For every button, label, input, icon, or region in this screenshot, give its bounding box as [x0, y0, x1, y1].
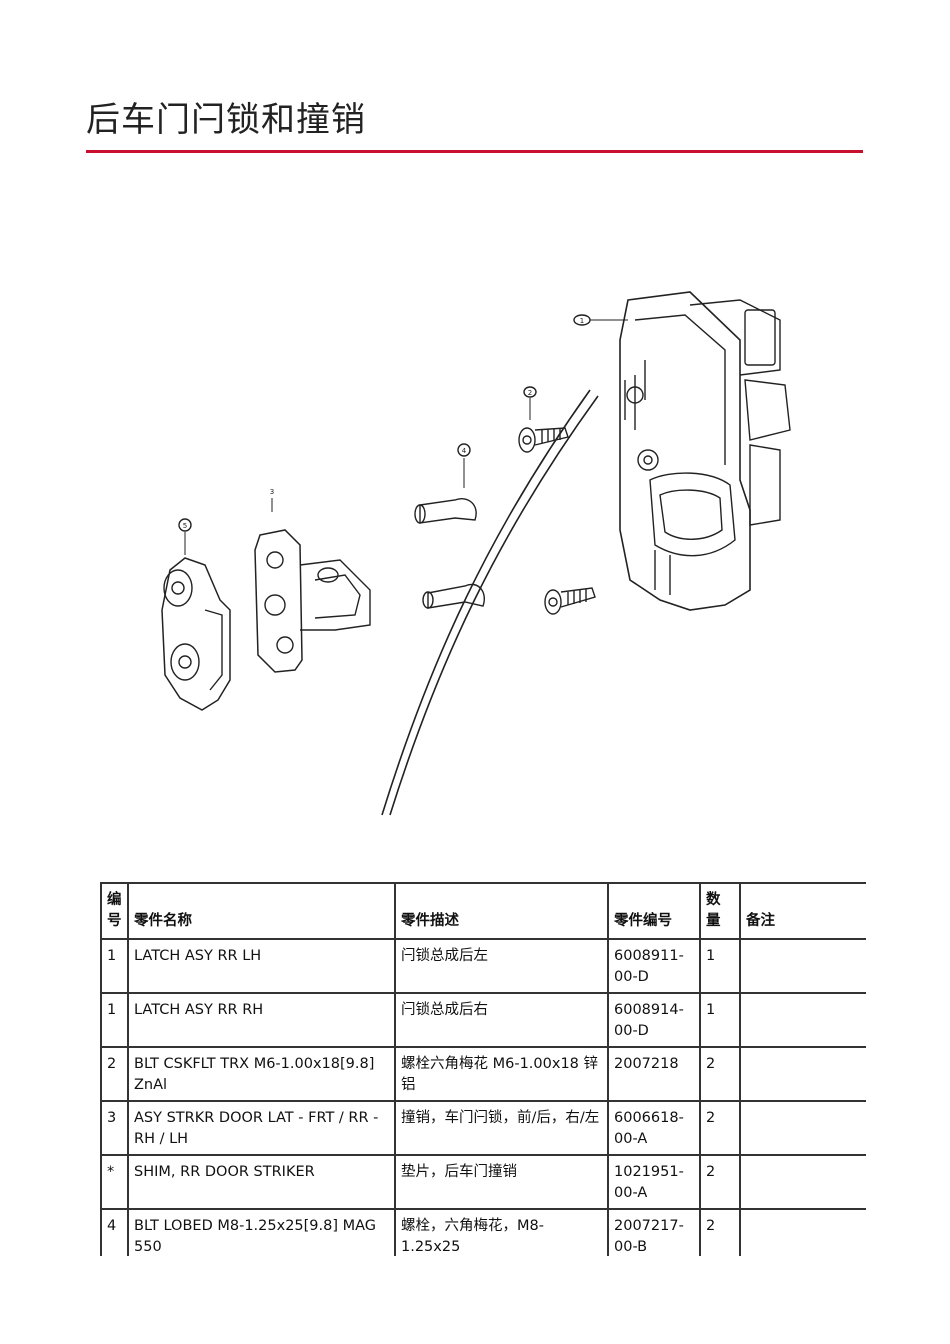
row-desc: 闩锁总成后左 [394, 938, 609, 994]
row-part-no: 1021951-00-A [607, 1154, 701, 1210]
latch-cable [381, 389, 599, 816]
row-qty: 2 [699, 1046, 741, 1102]
table-row: 2 BLT CSKFLT TRX M6-1.00x18[9.8] ZnAl 螺栓… [100, 1046, 866, 1102]
row-part-no: 2007218 [607, 1046, 701, 1102]
latch-assembly [619, 291, 791, 611]
header-qty: 数量 [699, 882, 741, 940]
callout-3: 3 [270, 488, 274, 512]
header-desc: 零件描述 [394, 882, 609, 940]
header-name: 零件名称 [127, 882, 396, 940]
row-qty: 2 [699, 1154, 741, 1210]
bolt-m6 [518, 427, 569, 453]
row-name: BLT CSKFLT TRX M6-1.00x18[9.8] ZnAl [127, 1046, 396, 1102]
row-desc: 垫片，后车门撞销 [394, 1154, 609, 1210]
row-part-no: 6008914-00-D [607, 992, 701, 1048]
row-desc: 闩锁总成后右 [394, 992, 609, 1048]
row-num: 2 [100, 1046, 129, 1102]
table-row: 1 LATCH ASY RR LH 闩锁总成后左 6008911-00-D 1 [100, 938, 866, 994]
svg-text:4: 4 [462, 447, 467, 455]
table-row: * SHIM, RR DOOR STRIKER 垫片，后车门撞销 1021951… [100, 1154, 866, 1210]
table-row: 1 LATCH ASY RR RH 闩锁总成后右 6008914-00-D 1 [100, 992, 866, 1048]
row-num: * [100, 1154, 129, 1210]
row-qty: 1 [699, 992, 741, 1048]
bolt-m8 [414, 498, 477, 524]
svg-text:3: 3 [270, 488, 274, 496]
striker-shim [161, 557, 231, 711]
row-qty: 1 [699, 938, 741, 994]
row-note [739, 1154, 866, 1210]
row-note [739, 1100, 866, 1156]
door-striker [254, 529, 371, 673]
row-num: 4 [100, 1208, 129, 1264]
row-part-no: 6006618-00-A [607, 1100, 701, 1156]
row-name: LATCH ASY RR LH [127, 938, 396, 994]
row-name: ASY STRKR DOOR LAT - FRT / RR - RH / LH [127, 1100, 396, 1156]
row-part-no: 2007217-00-B [607, 1208, 701, 1264]
table-header-row: 编号 零件名称 零件描述 零件编号 数量 备注 [100, 882, 866, 940]
svg-text:2: 2 [528, 389, 532, 397]
callout-4: 4 [457, 443, 471, 488]
row-note [739, 1046, 866, 1102]
callout-5: 5 [178, 518, 192, 555]
parts-table: 编号 零件名称 零件描述 零件编号 数量 备注 1 LATCH ASY RR L… [100, 882, 866, 1264]
row-note [739, 938, 866, 994]
header-part-no: 零件编号 [607, 882, 701, 940]
page-title: 后车门闩锁和撞销 [86, 100, 366, 140]
row-note [739, 1208, 866, 1264]
svg-text:5: 5 [183, 522, 187, 530]
table-row: 3 ASY STRKR DOOR LAT - FRT / RR - RH / L… [100, 1100, 866, 1156]
row-desc: 螺栓六角梅花 M6-1.00x18 锌铝 [394, 1046, 609, 1102]
callout-2: 2 [523, 386, 537, 420]
bolt-m6-lower [544, 587, 596, 615]
row-qty: 2 [699, 1208, 741, 1264]
row-num: 1 [100, 992, 129, 1048]
callout-1: 1 [573, 314, 628, 326]
row-name: SHIM, RR DOOR STRIKER [127, 1154, 396, 1210]
bolt-m8-lower [422, 583, 485, 609]
row-desc: 螺栓，六角梅花，M8-1.25x25 [394, 1208, 609, 1264]
exploded-parts-diagram: 1 2 [150, 280, 810, 825]
row-num: 3 [100, 1100, 129, 1156]
row-part-no: 6008911-00-D [607, 938, 701, 994]
row-name: BLT LOBED M8-1.25x25[9.8] MAG 550 [127, 1208, 396, 1264]
row-desc: 撞销，车门闩锁，前/后，右/左 [394, 1100, 609, 1156]
row-note [739, 992, 866, 1048]
svg-text:1: 1 [580, 317, 584, 325]
header-num: 编号 [100, 882, 129, 940]
header-note: 备注 [739, 882, 866, 940]
row-name: LATCH ASY RR RH [127, 992, 396, 1048]
title-divider [86, 150, 863, 153]
row-num: 1 [100, 938, 129, 994]
table-row: 4 BLT LOBED M8-1.25x25[9.8] MAG 550 螺栓，六… [100, 1208, 866, 1264]
row-qty: 2 [699, 1100, 741, 1156]
page-bottom-margin [0, 1256, 950, 1344]
